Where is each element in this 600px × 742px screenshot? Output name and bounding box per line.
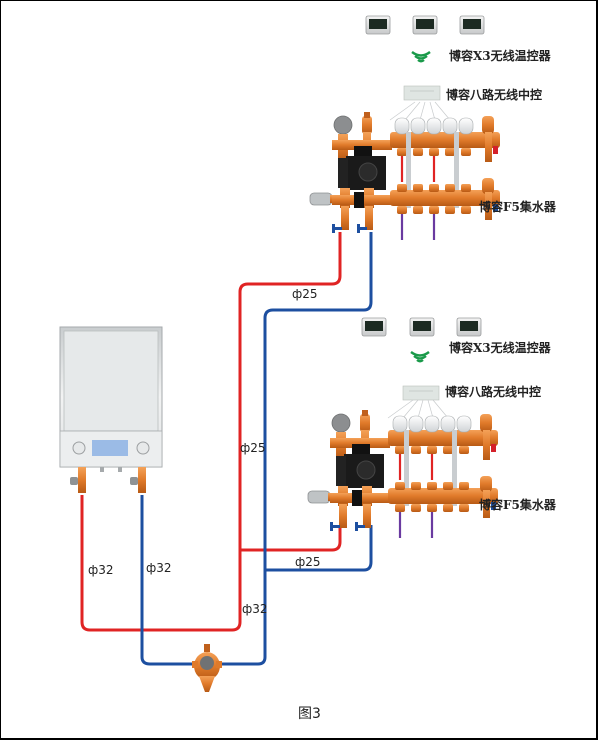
upper-system: 博容X3无线温控器 博容八路无线中控 博容F5集水器 xyxy=(308,15,557,242)
pipe-lower-supply xyxy=(240,525,342,552)
controller-box-icon xyxy=(403,85,441,101)
thermostat-icon xyxy=(456,317,482,337)
pipe-boiler-supply xyxy=(80,232,342,632)
pipe-label-boiler-supply: ф32 xyxy=(88,563,114,577)
manifold-assembly xyxy=(306,398,500,540)
manifold-assembly xyxy=(308,100,502,242)
pipe-label-main-riser: ф25 xyxy=(240,441,266,455)
thermostat-icon xyxy=(361,317,387,337)
figure-caption: 图3 xyxy=(298,706,321,722)
pipe-label-trunk: ф32 xyxy=(242,602,268,616)
upper-thermostat-label: 博容X3无线温控器 xyxy=(449,48,552,63)
pipe-label-upper-branch: ф25 xyxy=(292,287,318,301)
dirt-separator-icon xyxy=(192,644,222,692)
lower-system: 博容X3无线温控器 博容八路无线中控 博容F5集水器 xyxy=(306,317,557,540)
wall-boiler-icon xyxy=(59,326,163,493)
wifi-signal-icon xyxy=(409,350,431,363)
upper-controller-label: 博容八路无线中控 xyxy=(446,87,542,102)
return-pipes xyxy=(140,232,373,666)
thermostat-icon xyxy=(365,15,391,35)
lower-manifold-label: 博容F5集水器 xyxy=(479,497,557,512)
pipe-label-boiler-return: ф32 xyxy=(146,561,172,575)
pipe-label-lower-branch: ф25 xyxy=(295,555,321,569)
upper-manifold-label: 博容F5集水器 xyxy=(479,199,557,214)
thermostat-icon xyxy=(459,15,485,35)
thermostat-icon xyxy=(412,15,438,35)
controller-box-icon xyxy=(402,385,440,401)
pipe-boiler-return xyxy=(140,495,192,666)
thermostat-icon xyxy=(409,317,435,337)
lower-thermostat-label: 博容X3无线温控器 xyxy=(449,340,552,355)
pipe-trunk-return xyxy=(216,232,373,666)
pipe-lower-return xyxy=(265,525,373,572)
wifi-signal-icon xyxy=(410,50,432,63)
supply-pipes xyxy=(80,232,342,632)
lower-controller-label: 博容八路无线中控 xyxy=(445,384,541,399)
